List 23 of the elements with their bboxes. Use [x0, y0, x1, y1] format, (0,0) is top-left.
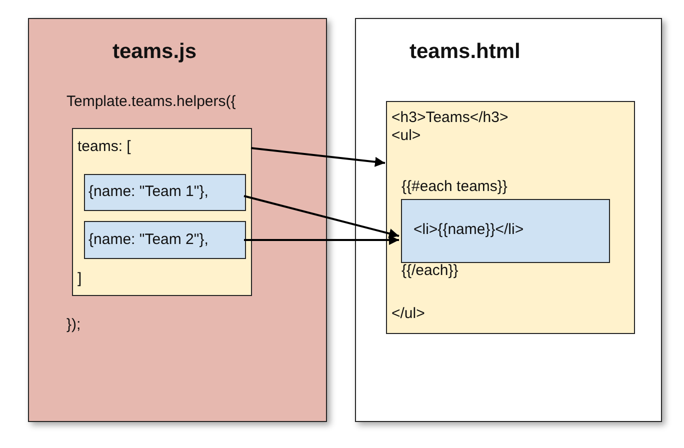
code-panel: [28, 18, 327, 422]
code-text: </ul>: [392, 304, 425, 322]
code-text: {name: "Team 2"},: [88, 230, 208, 248]
code-text: <h3>Teams</h3> <ul>: [392, 108, 510, 144]
code-text: <li>{{name}}</li>: [414, 220, 524, 238]
object-box: [84, 174, 246, 211]
template-box: [386, 101, 635, 334]
arrow: [250, 147, 386, 167]
code-text: {name: "Team 1"},: [88, 182, 208, 200]
template-panel: [355, 18, 662, 422]
array-box: [72, 128, 252, 296]
code-text: });: [66, 316, 81, 334]
code-text: Template.teams.helpers({: [66, 92, 236, 110]
arrow: [244, 235, 399, 245]
arrow: [244, 195, 400, 238]
list-item-box: [401, 199, 610, 263]
file-title: teams.html: [410, 40, 520, 64]
code-text: {{#each teams}}: [402, 178, 508, 196]
code-text: {{/each}}: [402, 262, 458, 280]
code-text: ]: [78, 270, 82, 288]
code-text: teams: [: [78, 138, 131, 156]
object-box: [84, 221, 246, 259]
file-title: teams.js: [112, 40, 197, 64]
